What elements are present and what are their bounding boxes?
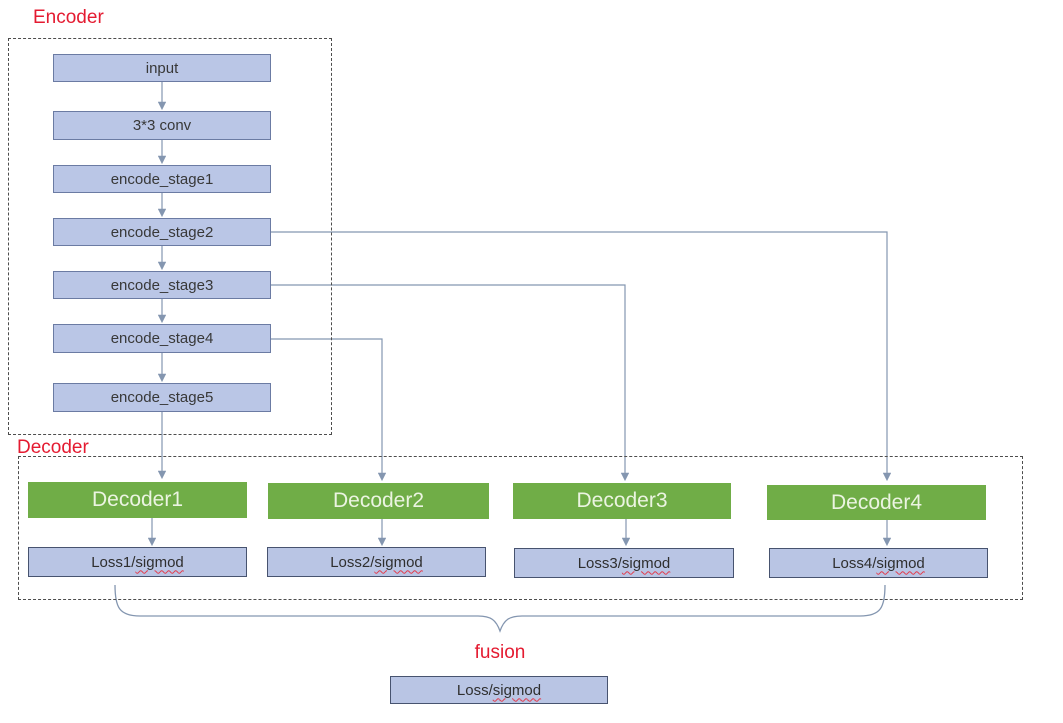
encoder-node-label: 3*3 conv (132, 117, 192, 134)
encoder-node-label: input (145, 59, 179, 77)
loss3-label-word: sigmod (621, 554, 671, 572)
decoder2-node: Decoder2 (268, 483, 489, 519)
encoder-node-stage3: encode_stage3 (53, 271, 271, 299)
decoder-section-title: Decoder (17, 437, 89, 458)
loss4-label-word: sigmod (876, 554, 925, 572)
decoder4-node: Decoder4 (767, 485, 986, 520)
decoder1-node: Decoder1 (28, 482, 247, 518)
loss1-label-word: sigmod (135, 553, 184, 571)
fusion-loss-label-prefix: Loss/ (456, 681, 493, 699)
encoder-node-conv: 3*3 conv (53, 111, 271, 140)
decoder3-node: Decoder3 (513, 483, 731, 519)
encoder-section-title: Encoder (33, 7, 104, 28)
decoder-group-outline (18, 456, 1023, 600)
loss1-node: Loss1/sigmod (28, 547, 247, 577)
encoder-node-label: encode_stage4 (110, 330, 214, 347)
encoder-node-label: encode_stage3 (110, 276, 214, 294)
fusion-loss-node: Loss/sigmod (390, 676, 608, 704)
encoder-node-label: encode_stage1 (110, 170, 214, 188)
encoder-node-stage4: encode_stage4 (53, 324, 271, 353)
loss2-node: Loss2/sigmod (267, 547, 486, 577)
decoder4-label: Decoder4 (830, 490, 923, 514)
loss4-label-prefix: Loss4/ (832, 554, 877, 572)
decoder3-label: Decoder3 (576, 489, 668, 512)
encoder-node-stage5: encode_stage5 (53, 383, 271, 412)
loss3-node: Loss3/sigmod (514, 548, 734, 578)
decoder1-label: Decoder1 (91, 488, 184, 511)
encoder-node-input: input (53, 54, 271, 82)
skip-stage2-to-decoder4 (271, 231, 892, 482)
loss2-label-word: sigmod (374, 553, 423, 571)
loss3-label-prefix: Loss3/ (577, 554, 622, 572)
encoder-node-label: encode_stage5 (110, 389, 214, 406)
loss4-node: Loss4/sigmod (769, 548, 988, 578)
loss1-label-prefix: Loss1/ (91, 553, 136, 571)
encoder-group-outline (8, 38, 332, 435)
fusion-loss-label-word: sigmod (492, 681, 542, 699)
fusion-section-title: fusion (474, 642, 526, 663)
decoder2-label: Decoder2 (332, 489, 425, 512)
encoder-node-stage1: encode_stage1 (53, 165, 271, 193)
loss2-label-prefix: Loss2/ (330, 553, 375, 571)
encoder-node-label: encode_stage2 (110, 223, 214, 241)
encoder-node-stage2: encode_stage2 (53, 218, 271, 246)
